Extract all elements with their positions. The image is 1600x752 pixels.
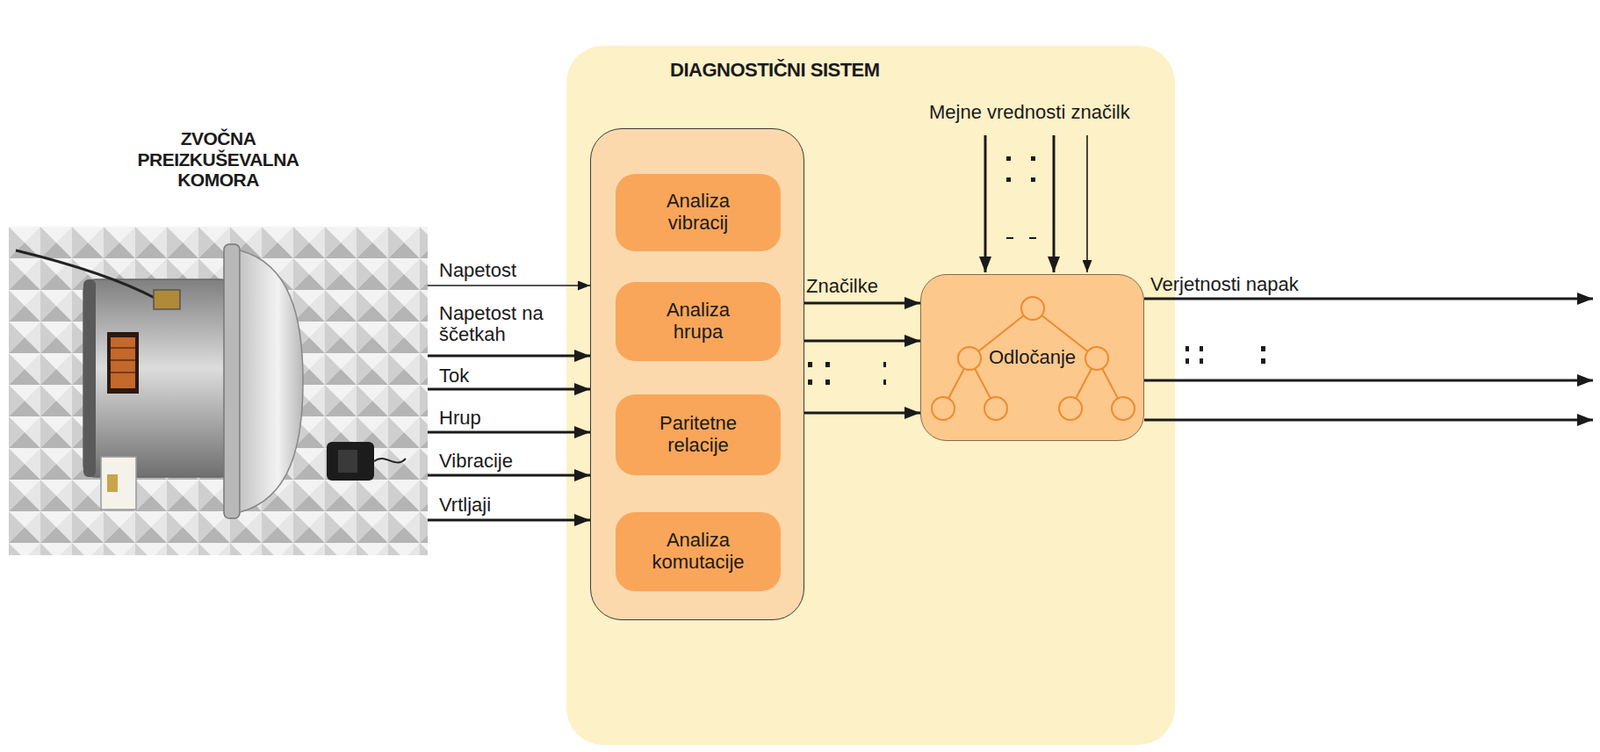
signal-arrow	[804, 302, 921, 305]
output-arrows	[1144, 298, 1593, 420]
process-box: Paritetne relacije	[615, 394, 781, 476]
signal-arrow	[804, 411, 921, 415]
box-label: Paritetne relacije	[641, 412, 756, 456]
signal-arrow	[427, 284, 591, 287]
signal-arrow	[804, 339, 921, 343]
process-box: Analiza vibracij	[615, 173, 781, 252]
system-panel: DIAGNOSTIČNI SISTEMAnaliza vibracijAnali…	[566, 45, 1175, 745]
motor	[15, 244, 303, 519]
threshold-arrows	[985, 135, 1088, 273]
signal-label: Hrup	[439, 407, 580, 429]
process-box: Analiza komutacije	[615, 511, 781, 591]
decision-box: Odločanje	[920, 273, 1145, 441]
ellipsis-dots	[807, 156, 1266, 385]
signal-arrow	[427, 474, 591, 477]
signal-arrow	[427, 354, 591, 358]
analysis-group: Analiza vibracijAnaliza hrupaParitetne r…	[590, 128, 805, 620]
signal-label: Vrtljaji	[439, 494, 580, 516]
signal-label: Napetost na ščetkah	[439, 302, 580, 346]
box-label: Odločanje	[985, 346, 1080, 369]
signal-label: Vibracije	[439, 450, 580, 472]
microphone	[326, 441, 406, 481]
process-box: Analiza hrupa	[615, 281, 781, 361]
test-chamber: ZVOČNA PREIZKUŠEVALNA KOMORA	[8, 226, 428, 555]
output-label: Verjetnosti napak	[1150, 273, 1353, 296]
box-label: Analiza vibracij	[641, 190, 756, 234]
signal-arrow	[427, 431, 591, 434]
heading: DIAGNOSTIČNI SISTEM	[670, 59, 880, 82]
signal-label: Napetost	[439, 259, 589, 282]
signal-label: Tok	[439, 365, 580, 387]
box-label: Analiza hrupa	[641, 299, 756, 343]
foam-panel	[8, 226, 428, 555]
signal-label: Značilke	[806, 275, 917, 297]
threshold-label: Mejne vrednosti značilk	[929, 101, 1184, 123]
box-label: Analiza komutacije	[641, 529, 756, 573]
heading: ZVOČNA PREIZKUŠEVALNA KOMORA	[108, 128, 329, 191]
signal-arrow	[427, 518, 591, 522]
signal-arrow	[427, 388, 591, 391]
